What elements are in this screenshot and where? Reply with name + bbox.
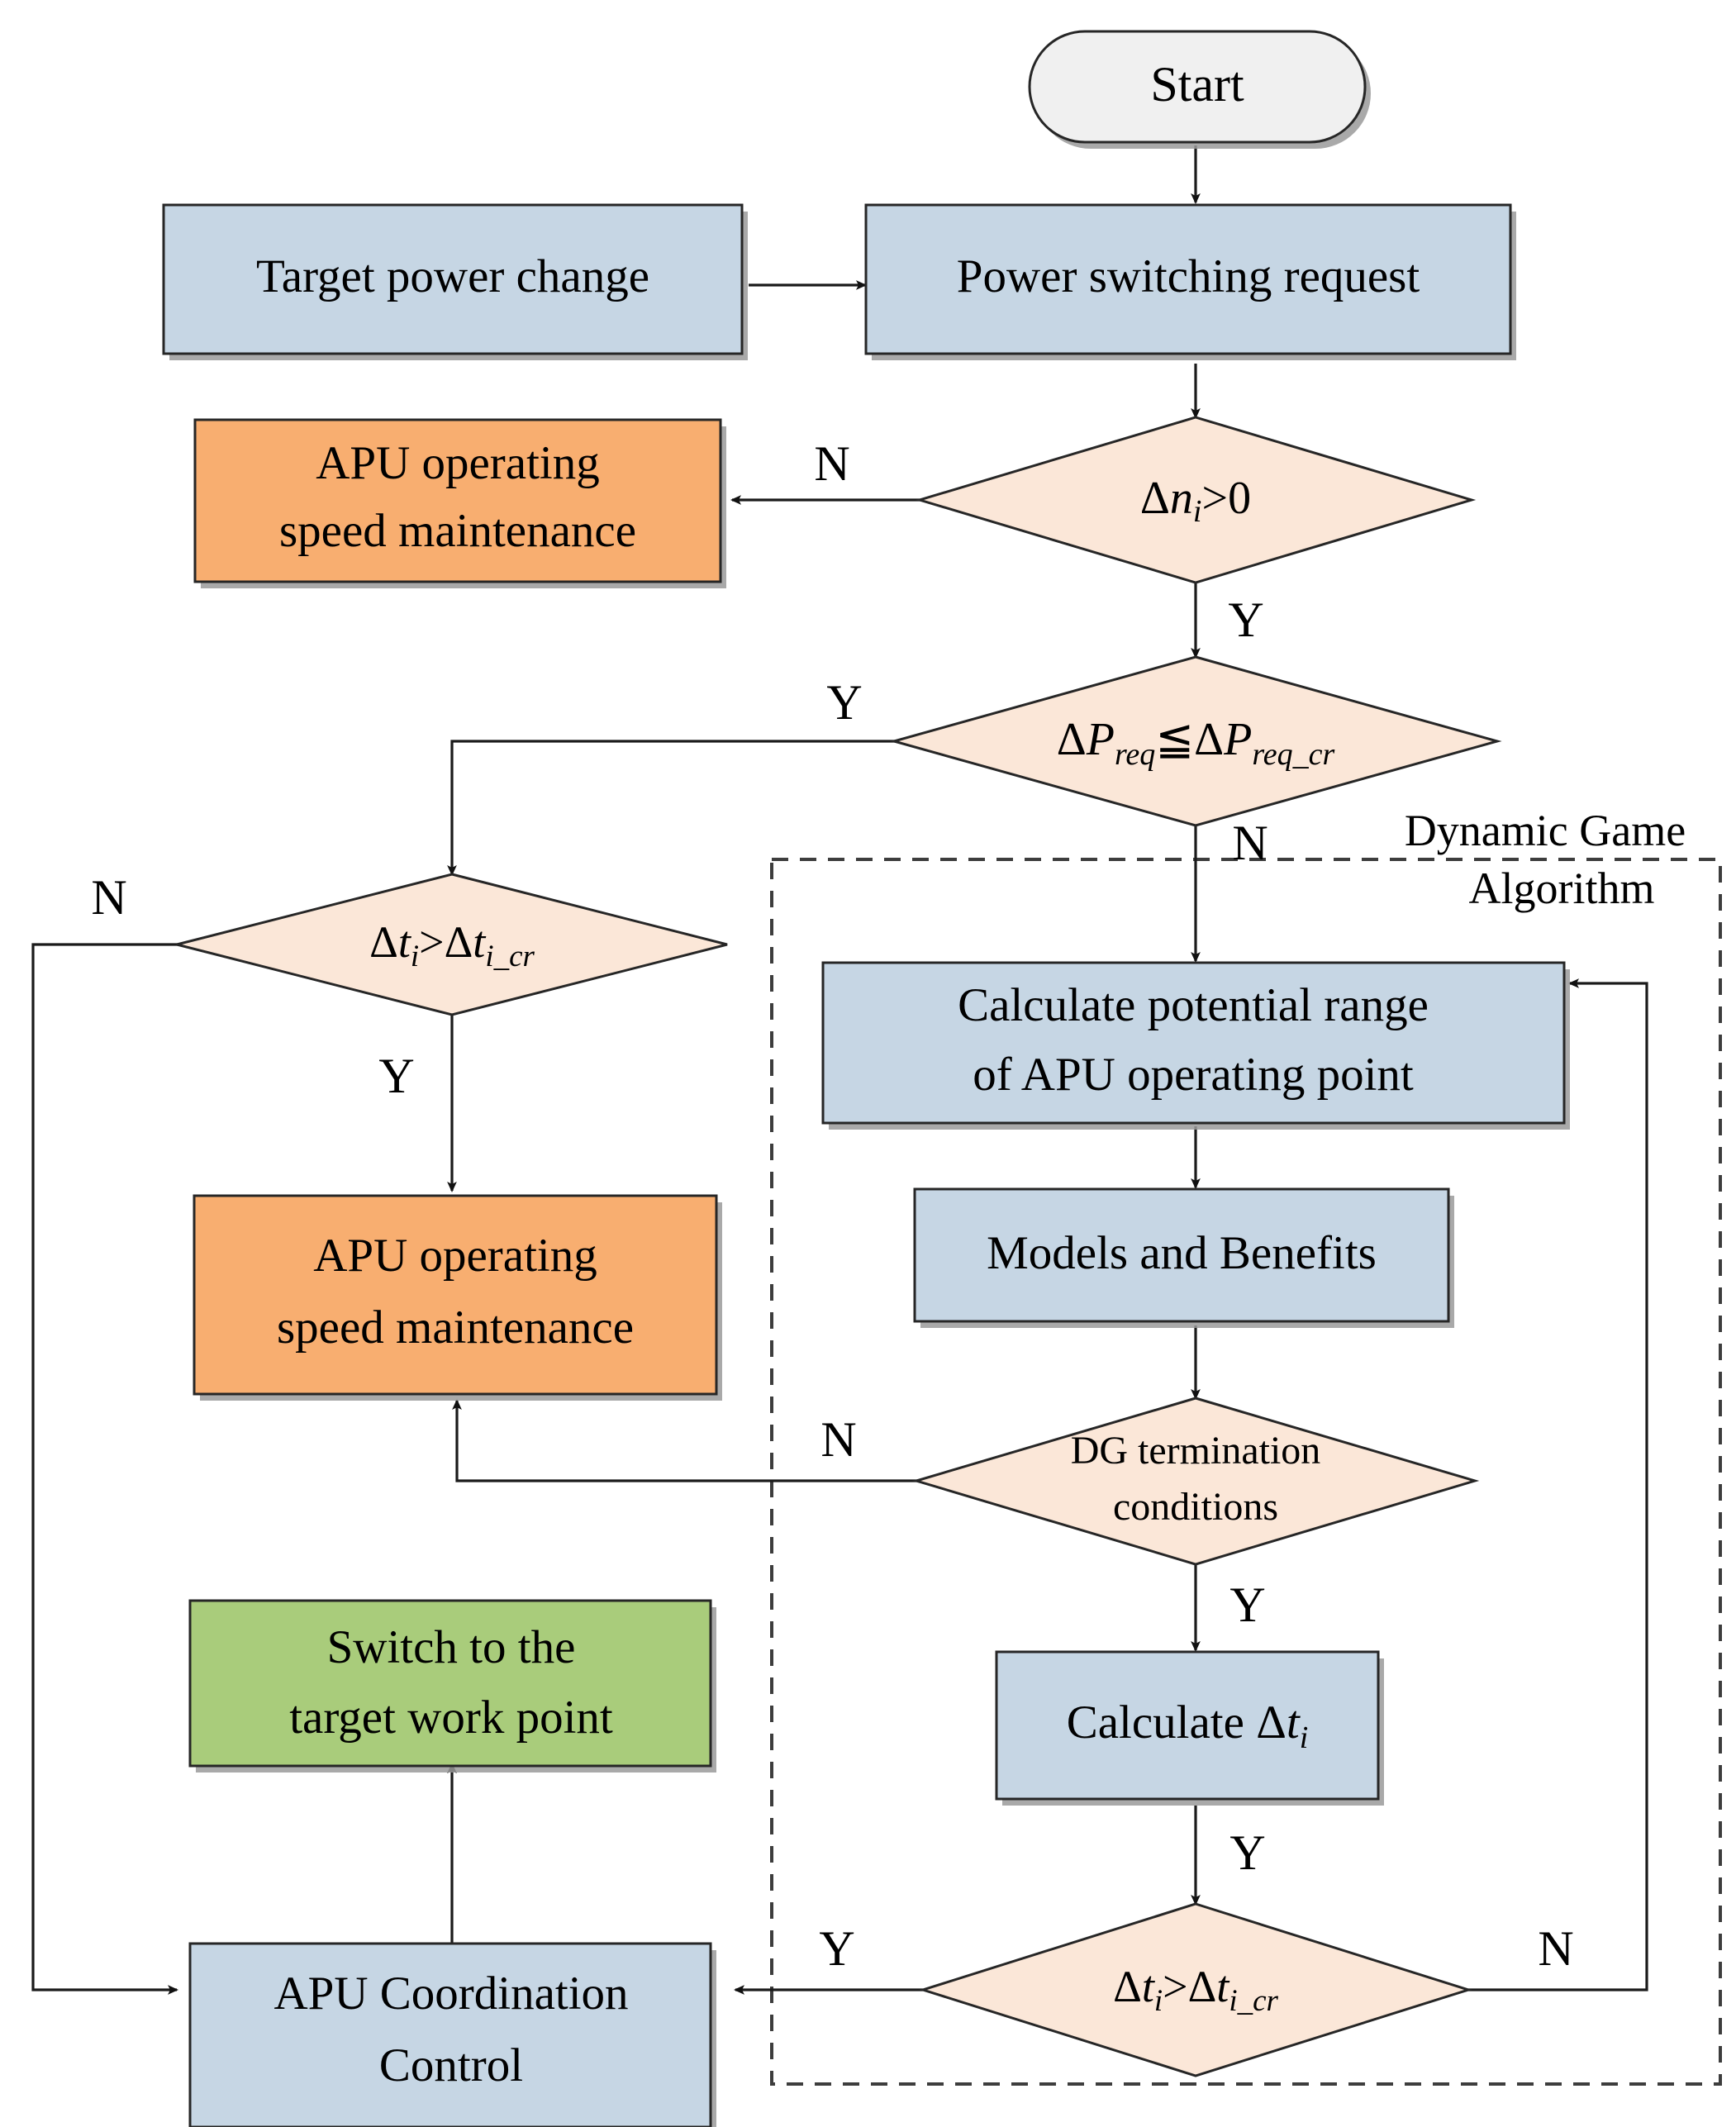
- edge-dg-no-to-apu-speed-2: [452, 1399, 922, 1482]
- node-decision-delta-t-bottom-label: Δti>Δti_cr: [1113, 1962, 1278, 2018]
- node-target-power-change[interactable]: Target power change: [162, 203, 748, 360]
- edge-label-dg-yes: Y: [1229, 1577, 1265, 1632]
- node-decision-dg-termination-line2: conditions: [1113, 1485, 1278, 1529]
- edge-dt-left-no-to-apu-coordination: [31, 943, 238, 1995]
- node-decision-delta-n[interactable]: Δni>0: [915, 416, 1477, 584]
- node-target-power-change-label: Target power change: [256, 250, 649, 302]
- node-apu-speed-maintenance-mid[interactable]: APU operating speed maintenance: [193, 1194, 722, 1401]
- node-decision-delta-p-label: ΔPreq≦ΔPreq_cr: [1057, 714, 1335, 772]
- node-switch-target-work-point[interactable]: Switch to the target work point: [188, 1599, 716, 1772]
- node-decision-delta-t-left[interactable]: Δti>Δti_cr: [176, 873, 728, 1016]
- node-power-switching-request[interactable]: Power switching request: [864, 203, 1516, 360]
- group-label-line2: Algorithm: [1469, 864, 1655, 913]
- node-start-label: Start: [1150, 57, 1244, 112]
- node-decision-delta-p[interactable]: ΔPreq≦ΔPreq_cr: [889, 655, 1502, 827]
- node-models-and-benefits-label: Models and Benefits: [987, 1227, 1377, 1279]
- node-apu-speed-maintenance-top-line2: speed maintenance: [279, 505, 636, 557]
- node-calculate-potential-range-line2: of APU operating point: [973, 1049, 1414, 1101]
- node-decision-delta-t-bottom[interactable]: Δti>Δti_cr: [919, 1902, 1472, 2077]
- dynamic-game-group-box: [770, 858, 1722, 2086]
- edge-label-dt-bottom-yes: Y: [819, 1921, 854, 1976]
- node-decision-delta-t-left-label: Δti>Δti_cr: [369, 917, 535, 973]
- node-apu-coordination-control-line1: APU Coordination: [273, 1968, 628, 2020]
- node-decision-delta-n-label: Δni>0: [1140, 473, 1251, 529]
- node-apu-speed-maintenance-top[interactable]: APU operating speed maintenance: [193, 418, 726, 588]
- edge-label-dt-bottom-no: N: [1538, 1921, 1573, 1976]
- node-apu-coordination-control[interactable]: APU Coordination Control: [188, 1942, 716, 2127]
- edge-label-dp-no: N: [1232, 816, 1268, 870]
- edge-label-dg-no: N: [820, 1412, 856, 1467]
- edge-label-dn-no: N: [814, 436, 849, 491]
- edge-label-calc-dt-yes: Y: [1229, 1825, 1265, 1880]
- node-calculate-potential-range-line1: Calculate potential range: [958, 979, 1429, 1031]
- edge-label-dp-yes: Y: [826, 675, 862, 730]
- node-decision-dg-termination-line1: DG termination: [1071, 1429, 1321, 1473]
- node-calculate-delta-t-label: Calculate Δti: [1067, 1696, 1309, 1755]
- node-apu-coordination-control-line2: Control: [379, 2039, 523, 2091]
- node-apu-speed-maintenance-mid-line1: APU operating: [313, 1230, 597, 1282]
- node-start[interactable]: Start: [1028, 30, 1371, 149]
- edge-dt-bottom-no-to-calculate-range: [1468, 978, 1648, 1991]
- node-calculate-potential-range[interactable]: Calculate potential range of APU operati…: [821, 961, 1570, 1130]
- edge-label-dn-yes: Y: [1228, 592, 1263, 647]
- node-apu-speed-maintenance-mid-line2: speed maintenance: [277, 1301, 634, 1354]
- edge-label-dt-left-no: N: [91, 870, 126, 925]
- node-calculate-delta-t[interactable]: Calculate Δti: [995, 1650, 1384, 1806]
- group-label-line1: Dynamic Game: [1405, 806, 1686, 855]
- edge-label-dt-left-yes: Y: [378, 1049, 414, 1103]
- node-models-and-benefits[interactable]: Models and Benefits: [913, 1187, 1454, 1328]
- node-switch-target-work-point-line1: Switch to the: [327, 1621, 576, 1673]
- node-apu-speed-maintenance-top-line1: APU operating: [316, 437, 600, 489]
- node-decision-dg-termination[interactable]: DG termination conditions: [911, 1397, 1480, 1566]
- edge-dp-yes-to-dt-left-decision: [447, 740, 901, 876]
- node-power-switching-request-label: Power switching request: [957, 250, 1420, 302]
- node-switch-target-work-point-line2: target work point: [289, 1692, 613, 1744]
